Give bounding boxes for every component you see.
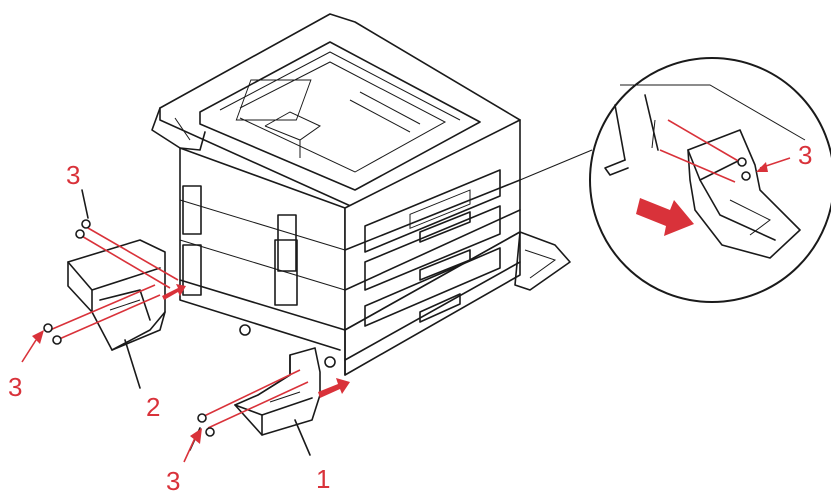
arrow-right-icon	[318, 378, 350, 398]
printer-inner-cavity	[199, 41, 481, 191]
callout-2: 2	[146, 392, 160, 422]
arrow-right-icon	[162, 284, 186, 300]
callout-1: 1	[316, 464, 330, 494]
left-handle	[182, 185, 202, 235]
stabilizer-part-1	[234, 347, 321, 436]
callout-3-left: 3	[8, 372, 22, 402]
callout-3-top: 3	[66, 160, 80, 190]
inset-connector	[519, 149, 593, 181]
screw-icon	[81, 219, 91, 229]
screw-icon	[741, 171, 751, 181]
caster-left	[239, 324, 251, 336]
screw-icon	[75, 229, 85, 239]
printer-unit	[151, 13, 571, 376]
arrow-right-icon-large	[636, 198, 694, 236]
stabilizer-part-2	[67, 239, 166, 351]
left-handle-lower	[277, 214, 297, 272]
callout-3-bottom: 3	[166, 466, 180, 496]
screw-icon	[205, 427, 215, 437]
screw-icon	[197, 413, 207, 423]
screw-icon	[737, 157, 747, 167]
right-support-plate	[514, 231, 571, 291]
detail-inset	[589, 57, 831, 303]
screws	[43, 219, 215, 437]
caster-front	[324, 356, 336, 368]
screw-alignment-lines	[49, 227, 309, 429]
callout-3-inset: 3	[798, 140, 812, 170]
screw-icon	[43, 323, 53, 333]
callout-leaders	[21, 189, 311, 463]
screw-icon	[52, 335, 62, 345]
